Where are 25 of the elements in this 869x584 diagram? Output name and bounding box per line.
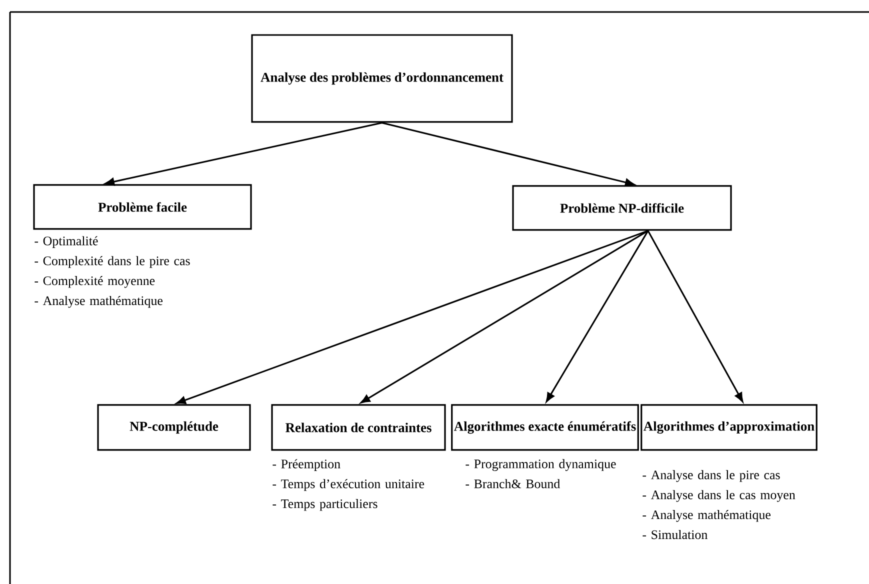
box: Relaxation de contraintes [271, 404, 446, 451]
bullet-list: - Optimalité - Complexité dans le pire cas - Complexité moyenne - Analyse mathématique [34, 236, 190, 308]
node-label: - Analyse dans le cas moyen [642, 490, 796, 502]
bullet-list: - Programmation dynamique - Branch& Bound [466, 459, 616, 488]
bullet-list: - Préemption - Temps d’exécution unitaire - Temps particuliers [272, 459, 424, 511]
node-label: - Optimalité [34, 236, 98, 248]
arrow [546, 230, 649, 402]
box: NP-complétude [97, 404, 251, 451]
node-label: - Analyse mathématique [34, 296, 163, 308]
box: Algorithmes exacte énumératifs [451, 404, 639, 451]
box: Algorithmes d’approximation [640, 404, 818, 451]
node-label: - Analyse mathématique [642, 510, 771, 522]
box: Analyse des problèmes d’ordonnancement [251, 34, 513, 123]
box: Problème NP-difficile [512, 185, 732, 231]
node-label: - Complexité moyenne [34, 276, 155, 288]
node-label: - Analyse dans le pire cas [642, 470, 780, 482]
arrow [176, 230, 648, 404]
arrow [382, 122, 635, 186]
node-label: - Simulation [642, 530, 708, 540]
bullet-list: - Analyse dans le pire cas - Analyse dans le cas moyen - Analyse mathématique - Simulation [642, 470, 796, 540]
box: Problème facile [33, 184, 252, 230]
arrow [360, 230, 648, 404]
node-label: - Complexité dans le pire cas [34, 256, 190, 268]
arrow [104, 122, 382, 186]
arrow [647, 230, 744, 402]
